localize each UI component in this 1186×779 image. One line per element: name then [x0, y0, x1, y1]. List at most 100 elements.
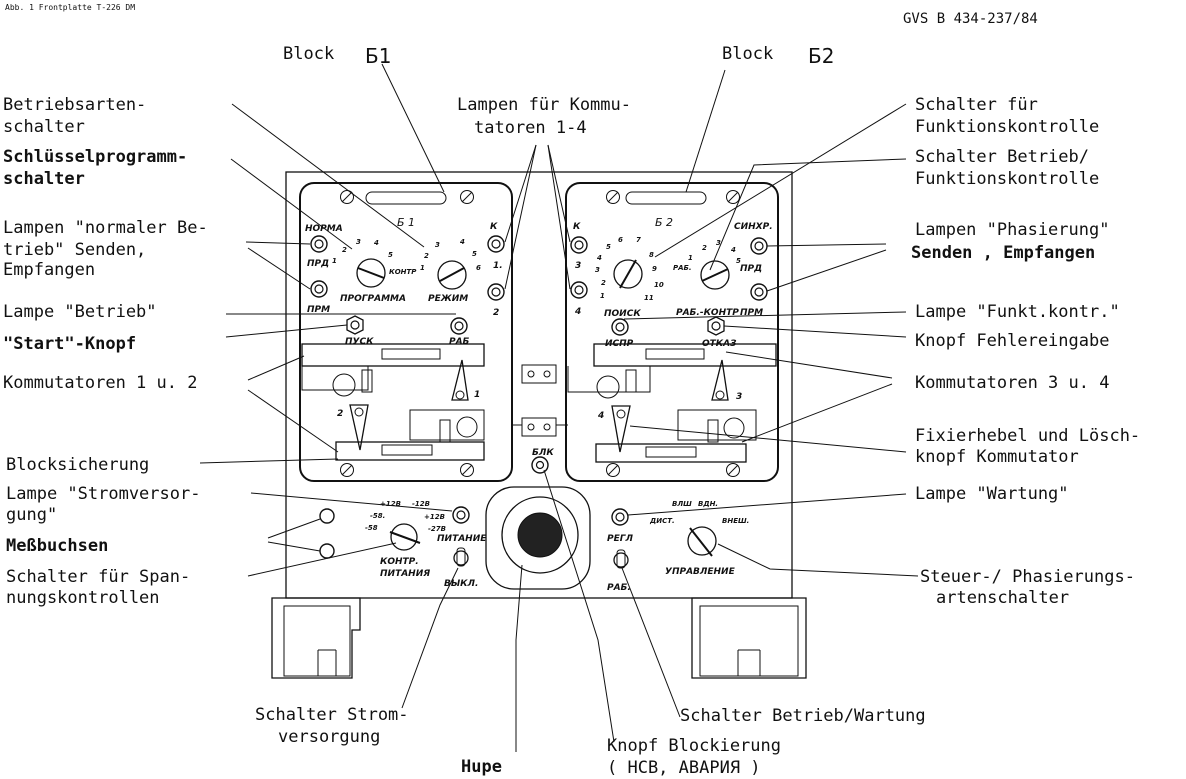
b1-commutator-1[interactable] [301, 343, 485, 401]
voltage-control-switch-knob[interactable] [389, 523, 421, 551]
label-lampe-funktkontr: Lampe "Funkt.kontr." [915, 302, 1120, 322]
label-fixierhebel-1: Fixierhebel und Lösch- [915, 426, 1140, 446]
leader-lines [199, 63, 919, 752]
b1-kontr-label: КОНТР [389, 268, 417, 276]
b1-start-button[interactable] [346, 315, 364, 335]
figure-caption: Abb. 1 Frontplatte T-226 DM [5, 3, 135, 12]
b2-func-scale-1: 1 [688, 254, 693, 262]
b2-search-scale-3: 3 [595, 266, 600, 274]
b2-sinkhr-label: СИНХР. [734, 222, 773, 232]
b1-norma-label: НОРМА [305, 224, 343, 234]
b2-search-switch-knob[interactable] [613, 259, 643, 289]
block1-number: Б1 [365, 44, 391, 68]
b2-rab-short-label: РАБ. [673, 264, 692, 272]
test-socket-1[interactable] [319, 508, 335, 524]
block1-label: Block [283, 44, 334, 64]
b1-prd-label: ПРД [307, 259, 329, 269]
vykl-label: ВЫКЛ. [444, 579, 478, 589]
label-schalter-betrieb-wartung: Schalter Betrieb/Wartung [680, 706, 926, 726]
b1-commutator-2[interactable] [335, 404, 485, 461]
b1-program-switch-knob[interactable] [356, 258, 386, 288]
operation-maintenance-toggle[interactable] [613, 549, 629, 569]
b2-4-label: 4 [574, 307, 581, 317]
b2-prd-label: ПРД [740, 264, 762, 274]
b2-func-scale-3: 3 [716, 239, 721, 247]
volt-scale-m27: -27В [428, 525, 446, 533]
label-schalter-betrieb-fk-2: Funktionskontrolle [915, 169, 1099, 189]
label-schalter-funktionskontrolle-1: Schalter für [915, 95, 1038, 115]
b2-rab-kontr-label: РАБ.-КОНТР [676, 308, 739, 318]
mode-scale-vnesh: ВНЕШ. [722, 517, 749, 525]
label-lampen-normaler-2: trieb" Senden, [3, 240, 146, 260]
b2-func-scale-2: 2 [702, 244, 707, 252]
rab-label: РАБ. [607, 583, 631, 593]
b2-func-scale-5: 5 [736, 257, 741, 265]
b2-error-input-button[interactable] [707, 316, 725, 336]
b1-k-label: К [490, 222, 498, 232]
b2-search-scale-2: 2 [601, 279, 606, 287]
b1-2-label: 2 [493, 308, 499, 318]
b1-mode-scale-6: 6 [476, 264, 481, 272]
b1-mode-scale-5: 5 [472, 250, 477, 258]
left-labels: Betriebsarten- schalter Schlüsselprogram… [3, 95, 208, 608]
b1-mode-switch-knob[interactable] [437, 260, 467, 290]
b1-prog-scale-4: 4 [374, 239, 379, 247]
b2-search-scale-7: 7 [636, 236, 641, 244]
b2-commutator-3[interactable] [567, 343, 777, 401]
b2-function-control-switch-knob[interactable] [700, 260, 730, 290]
label-schalter-funktionskontrolle-2: Funktionskontrolle [915, 117, 1099, 137]
b2-3-label: 3 [575, 261, 581, 271]
label-lampen-normaler-1: Lampen "normaler Be- [3, 218, 208, 238]
label-betriebsartenschalter-2: schalter [3, 117, 85, 137]
label-lampe-stromversorgung-1: Lampe "Stromversor- [6, 484, 200, 504]
label-start-knopf: "Start"-Knopf [3, 334, 136, 354]
label-kommutatoren-3-4: Kommutatoren 3 u. 4 [915, 373, 1109, 393]
b1-mode-scale-1: 1 [420, 264, 425, 272]
b1-mode-scale-3: 3 [435, 241, 440, 249]
b2-search-scale-10: 10 [654, 281, 664, 289]
center-strip [512, 364, 568, 437]
label-steuer-phasierung-2: artenschalter [936, 588, 1069, 608]
horn [485, 486, 591, 590]
b1-prog-scale-3: 3 [356, 238, 361, 246]
lamps-commutators-line2: tatoren 1-4 [474, 118, 587, 138]
power-supply-toggle[interactable] [453, 547, 469, 567]
b1-rab-label: РАБ [449, 337, 470, 347]
kontr-pitaniya-label-2: ПИТАНИЯ [380, 569, 430, 579]
b2-search-scale-9: 9 [652, 265, 657, 273]
block-b1-panel: Б 1 НОРМА ПРД ПРМ К 1. 2 1 2 3 4 5 КОНТР… [299, 182, 513, 482]
mode-scale-vlsh: ВЛШ [672, 500, 692, 508]
volt-scale-p12a: +12В [380, 500, 401, 508]
b2-commutator-4-number: 4 [597, 411, 604, 421]
pitanie-label: ПИТАНИЕ [437, 534, 487, 544]
lamps-commutators-line1: Lampen für Kommu- [457, 95, 631, 115]
label-fixierhebel-2: knopf Kommutator [915, 447, 1079, 467]
test-socket-2[interactable] [319, 543, 335, 559]
b2-poisk-label: ПОИСК [604, 309, 641, 319]
blocking-button[interactable] [531, 456, 549, 474]
label-lampen-phasierung-2: Senden , Empfangen [911, 243, 1095, 263]
b2-prm-label: ПРМ [740, 308, 763, 318]
b2-search-scale-5: 5 [606, 243, 611, 251]
block2-label: Block [722, 44, 773, 64]
label-schluesselprogrammschalter-1: Schlüsselprogramm- [3, 147, 187, 167]
b1-prm-label: ПРМ [307, 305, 330, 315]
control-mode-switch-knob[interactable] [687, 526, 717, 557]
b2-commutator-4[interactable] [595, 405, 757, 463]
volt-scale-p12b: +12В [424, 513, 445, 521]
b1-commutator-2-number: 2 [337, 409, 343, 419]
volt-scale-m58b: -58 [365, 524, 378, 532]
b1-pusk-label: ПУСК [345, 337, 374, 347]
right-labels: Schalter für Funktionskontrolle Schalter… [911, 95, 1140, 608]
b2-title: Б 2 [655, 216, 673, 229]
label-lampen-normaler-3: Empfangen [3, 260, 95, 280]
label-schluesselprogrammschalter-2: schalter [3, 169, 85, 189]
b2-commutator-3-number: 3 [736, 392, 742, 402]
b1-mode-scale-2: 2 [424, 252, 429, 260]
label-knopf-blockierung-2: ( НСВ, АВАРИЯ ) [607, 758, 761, 778]
mode-scale-dist: ДИСТ. [649, 517, 675, 525]
label-lampe-stromversorgung-2: gung" [6, 505, 57, 525]
b2-k-label: К [573, 222, 581, 232]
label-knopf-fehlereingabe: Knopf Fehlereingabe [915, 331, 1109, 351]
